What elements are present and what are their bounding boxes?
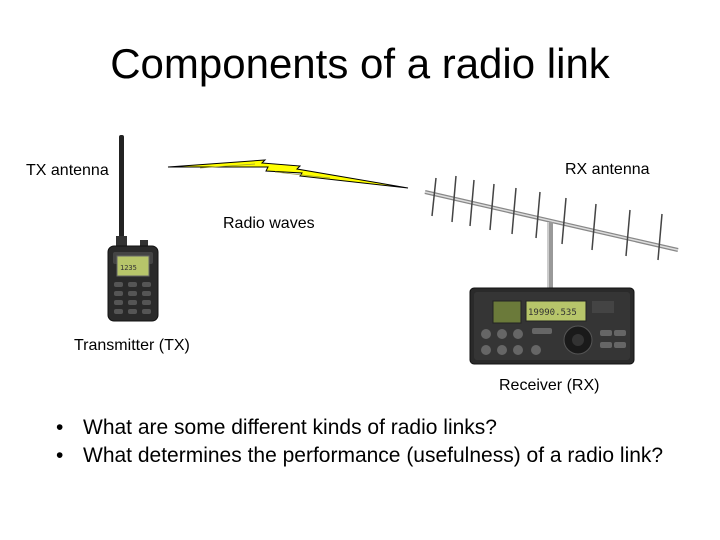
yagi-antenna — [425, 176, 678, 300]
bullet-item: • What are some different kinds of radio… — [56, 414, 696, 442]
radio-waves-label: Radio waves — [223, 215, 315, 233]
svg-text:1235: 1235 — [120, 264, 137, 272]
base-receiver: 19990.535 — [470, 288, 634, 364]
tx-antenna-label: TX antenna — [26, 162, 109, 180]
bullet-dot-icon: • — [56, 442, 63, 470]
svg-text:19990.535: 19990.535 — [528, 308, 577, 318]
handheld-transmitter: 1235 — [108, 135, 158, 321]
receiver-label: Receiver (RX) — [499, 377, 599, 395]
bullet-text: What are some different kinds of radio l… — [83, 416, 497, 439]
bullet-item: • What determines the performance (usefu… — [56, 442, 696, 470]
bullet-text: What determines the performance (usefuln… — [83, 444, 663, 467]
bullet-dot-icon: • — [56, 414, 63, 442]
question-list: • What are some different kinds of radio… — [56, 414, 696, 470]
rx-antenna-label: RX antenna — [565, 161, 650, 179]
transmitter-label: Transmitter (TX) — [74, 337, 190, 355]
radio-wave-bolt — [168, 160, 408, 188]
